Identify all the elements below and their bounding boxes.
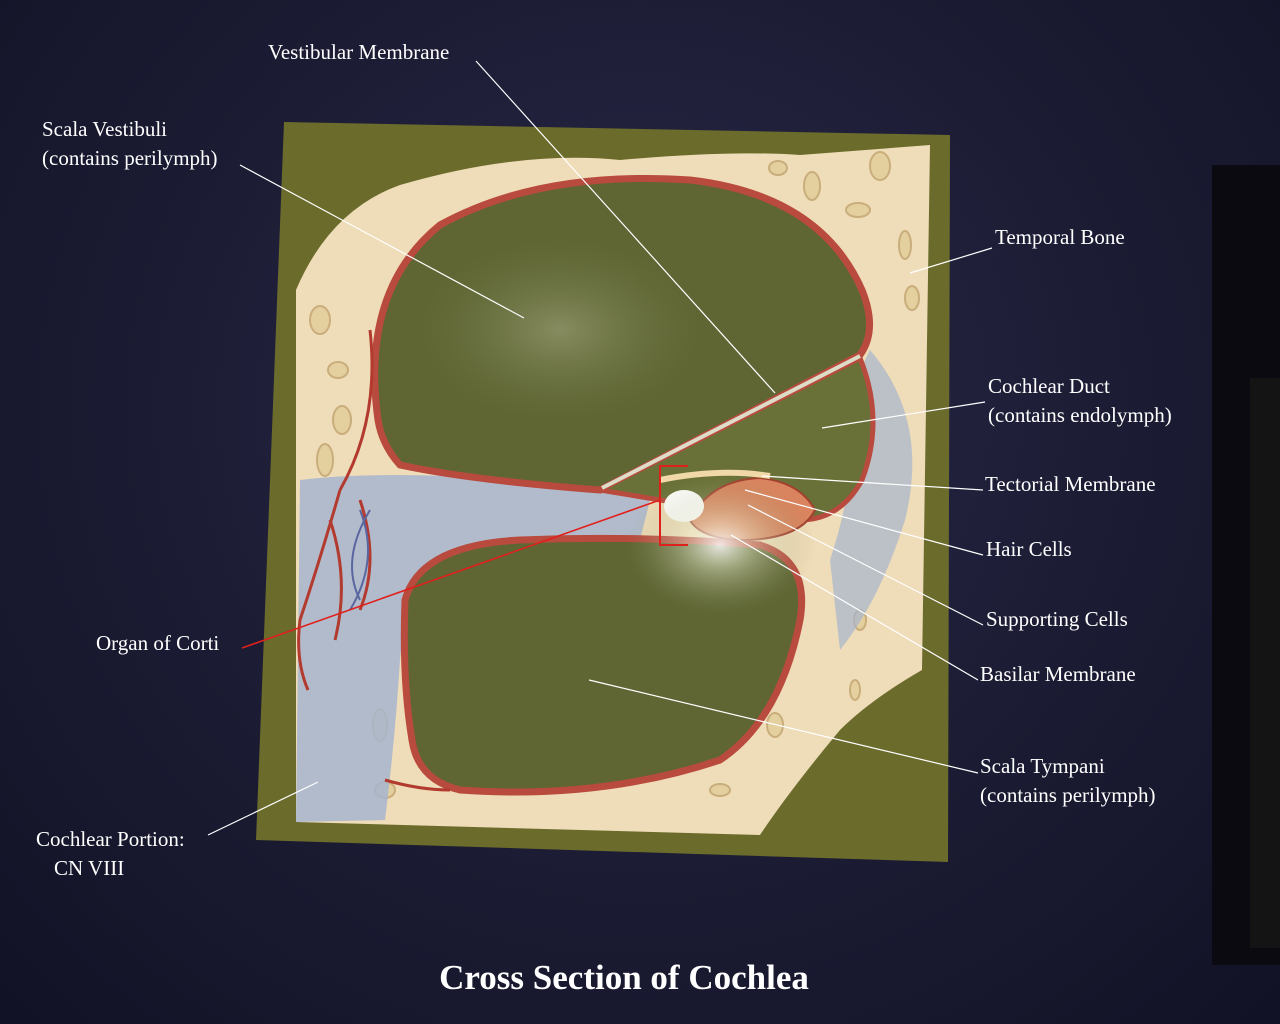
- organ-of-corti-bracket: [659, 465, 688, 546]
- glare-highlight-secondary: [420, 240, 700, 420]
- leader-scala-tympani: [588, 679, 979, 774]
- label-scala-tympani-line1: Scala Tympani: [980, 754, 1105, 778]
- glare-highlight: [625, 475, 815, 615]
- label-hair-cells: Hair Cells: [986, 537, 1072, 561]
- cochlear-nerve-shape: [296, 475, 650, 822]
- leader-vestibular-membrane: [475, 60, 776, 394]
- leader-lines: [207, 60, 993, 836]
- leader-organ-of-corti: [241, 499, 661, 649]
- spiral-ligament-shape: [830, 350, 913, 650]
- label-supporting-cells: Supporting Cells: [986, 607, 1128, 631]
- background-dark-panel-inner: [1250, 378, 1280, 948]
- label-organ-of-corti: Organ of Corti: [96, 631, 220, 655]
- leader-temporal-bone: [909, 247, 993, 274]
- label-cochlear-duct: Cochlear Duct (contains endolymph): [988, 372, 1172, 430]
- label-scala-tympani-line2: (contains perilymph): [980, 783, 1156, 807]
- label-scala-vestibuli-line1: Scala Vestibuli: [42, 117, 168, 141]
- label-cochlear-portion-line1: Cochlear Portion:: [36, 827, 185, 851]
- label-scala-vestibuli: Scala Vestibuli (contains perilymph): [42, 115, 218, 173]
- figure-title: Cross Section of Cochlea: [439, 958, 809, 997]
- leader-tectorial-membrane: [761, 475, 984, 491]
- vestibular-membrane-line: [601, 354, 861, 490]
- blood-vessels: [297, 329, 451, 792]
- label-cochlear-portion-line2: CN VIII: [54, 856, 125, 880]
- leader-supporting-cells: [747, 504, 984, 626]
- label-cochlear-duct-line2: (contains endolymph): [988, 403, 1172, 427]
- label-tectorial-membrane: Tectorial Membrane: [985, 472, 1156, 496]
- leader-basilar-membrane: [730, 534, 979, 681]
- label-temporal-bone: Temporal Bone: [995, 225, 1125, 249]
- nerve-fibers: [349, 509, 371, 611]
- label-scala-vestibuli-line2: (contains perilymph): [42, 146, 218, 170]
- label-cochlear-duct-line1: Cochlear Duct: [988, 374, 1110, 398]
- label-basilar-membrane: Basilar Membrane: [980, 662, 1136, 686]
- label-scala-tympani: Scala Tympani (contains perilymph): [980, 752, 1156, 810]
- leader-cochlear-portion: [207, 781, 319, 836]
- leader-hair-cells: [744, 489, 984, 556]
- label-vestibular-membrane: Vestibular Membrane: [268, 40, 450, 64]
- leader-cochlear-duct: [821, 401, 986, 429]
- leader-scala-vestibuli: [239, 164, 525, 319]
- label-cochlear-portion: Cochlear Portion: CN VIII: [36, 825, 185, 883]
